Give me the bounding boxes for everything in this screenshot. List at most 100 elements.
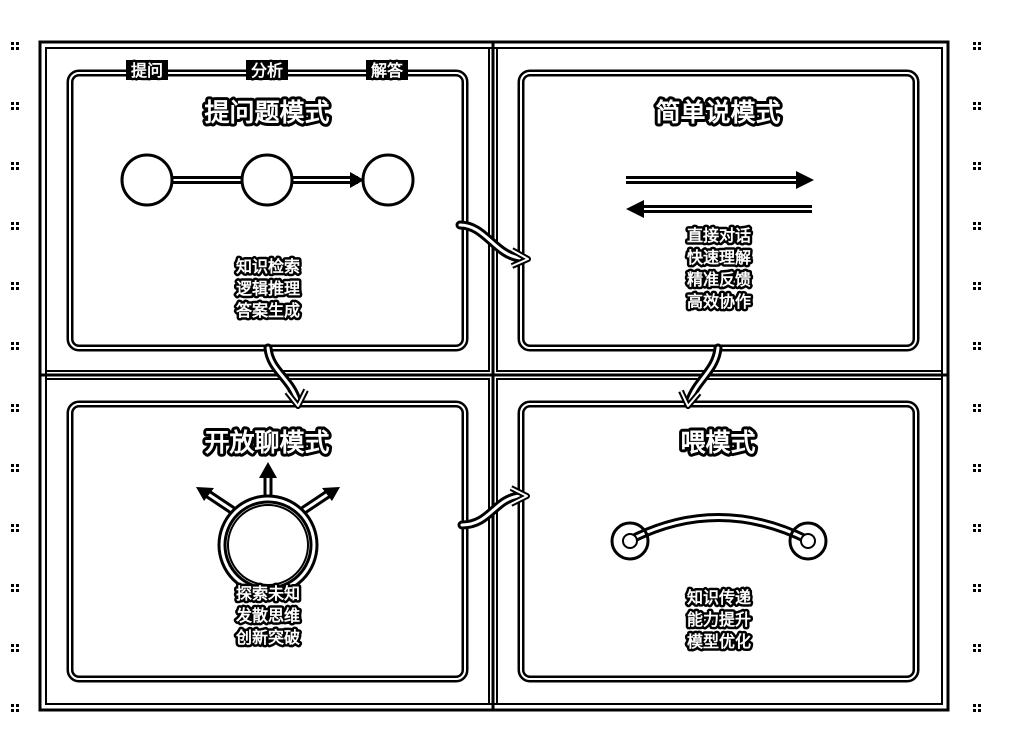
- list-item: 发散思维: [235, 606, 300, 625]
- list-item: 答案生成: [236, 301, 300, 320]
- side-dot: [973, 469, 976, 472]
- node-answer: [361, 153, 415, 207]
- side-dot: [973, 347, 976, 350]
- side-dot: [11, 529, 14, 532]
- side-dot: [973, 162, 976, 165]
- connector-open-to-feed: [457, 485, 530, 530]
- side-dot: [16, 342, 19, 345]
- side-dot: [16, 42, 19, 45]
- side-dot: [973, 704, 976, 707]
- side-dot: [978, 584, 981, 587]
- step-label-analyze: 分析: [251, 61, 283, 80]
- side-dot: [11, 469, 14, 472]
- side-dot: [973, 222, 976, 225]
- radiating-circle: [196, 462, 340, 596]
- side-dot: [978, 529, 981, 532]
- side-dot: [978, 287, 981, 290]
- side-dot: [978, 409, 981, 412]
- side-dot: [973, 47, 976, 50]
- side-dot: [11, 342, 14, 345]
- side-dot: [16, 47, 19, 50]
- side-dot: [11, 709, 14, 712]
- side-dot: [16, 464, 19, 467]
- side-dot: [11, 409, 14, 412]
- side-dot: [978, 47, 981, 50]
- side-dot: [978, 644, 981, 647]
- side-dot: [16, 709, 19, 712]
- side-dot: [16, 287, 19, 290]
- connector-question-to-simple: [455, 220, 531, 269]
- side-dot: [16, 227, 19, 230]
- side-dot: [973, 409, 976, 412]
- connector-simple-to-feed: [678, 343, 723, 409]
- step-label-answer: 解答: [371, 61, 404, 80]
- list-item: 知识检索: [236, 257, 300, 276]
- side-dot: [978, 342, 981, 345]
- list-simple: 直接对话 快速理解 精准反馈 高效协作: [684, 224, 753, 314]
- title-question-mode: 提问题模式: [204, 98, 329, 127]
- side-dot: [11, 222, 14, 225]
- side-dot: [978, 347, 981, 350]
- side-dot: [11, 47, 14, 50]
- list-item: 高效协作: [687, 292, 751, 311]
- side-dot: [16, 704, 19, 707]
- side-dot: [973, 709, 976, 712]
- step-label-ask: 提问: [131, 61, 163, 80]
- side-dot: [978, 222, 981, 225]
- side-dot: [11, 589, 14, 592]
- side-dot: [11, 162, 14, 165]
- side-dot: [11, 644, 14, 647]
- side-dot: [978, 589, 981, 592]
- side-dot: [973, 649, 976, 652]
- side-dot: [11, 704, 14, 707]
- side-dot: [11, 227, 14, 230]
- side-dot: [978, 42, 981, 45]
- side-dot: [973, 524, 976, 527]
- side-dot: [11, 404, 14, 407]
- connector-question-to-open: [263, 343, 309, 409]
- two-way-arrows: [626, 171, 814, 218]
- panel-open: [66, 400, 469, 683]
- side-dot: [16, 222, 19, 225]
- side-dot: [16, 644, 19, 647]
- feed-arc: [610, 513, 828, 561]
- question-node-chain: [120, 153, 415, 207]
- list-feed: 知识传递 能力提升 模型优化: [684, 586, 753, 654]
- step-labels: 提问 分析 解答: [126, 59, 408, 83]
- list-item: 模型优化: [687, 632, 751, 651]
- side-dot: [978, 704, 981, 707]
- side-dot: [978, 102, 981, 105]
- side-dot: [16, 167, 19, 170]
- side-dot: [973, 282, 976, 285]
- side-dot: [973, 167, 976, 170]
- side-dot: [978, 709, 981, 712]
- list-item: 创新突破: [235, 628, 300, 647]
- outer-frame: [38, 40, 950, 712]
- side-dot: [978, 167, 981, 170]
- side-dot: [11, 584, 14, 587]
- title-simple-mode: 简单说模式: [655, 98, 780, 127]
- node-ask: [120, 153, 174, 207]
- side-dot: [978, 649, 981, 652]
- side-dot: [978, 404, 981, 407]
- side-dot: [16, 524, 19, 527]
- side-dot: [973, 464, 976, 467]
- node-analyze: [240, 153, 294, 207]
- side-dot: [973, 589, 976, 592]
- side-dot: [11, 649, 14, 652]
- side-dot: [973, 42, 976, 45]
- list-item: 快速理解: [687, 248, 751, 267]
- side-dot: [16, 162, 19, 165]
- side-dot: [973, 102, 976, 105]
- side-dot: [11, 102, 14, 105]
- side-dot: [16, 469, 19, 472]
- side-dot: [978, 469, 981, 472]
- side-dot: [973, 342, 976, 345]
- side-dot: [16, 589, 19, 592]
- side-dot: [16, 584, 19, 587]
- side-dot: [978, 524, 981, 527]
- side-dot: [973, 404, 976, 407]
- side-dot: [11, 347, 14, 350]
- side-dot: [11, 464, 14, 467]
- list-open: 探索未知 发散思维 创新突破: [232, 582, 302, 650]
